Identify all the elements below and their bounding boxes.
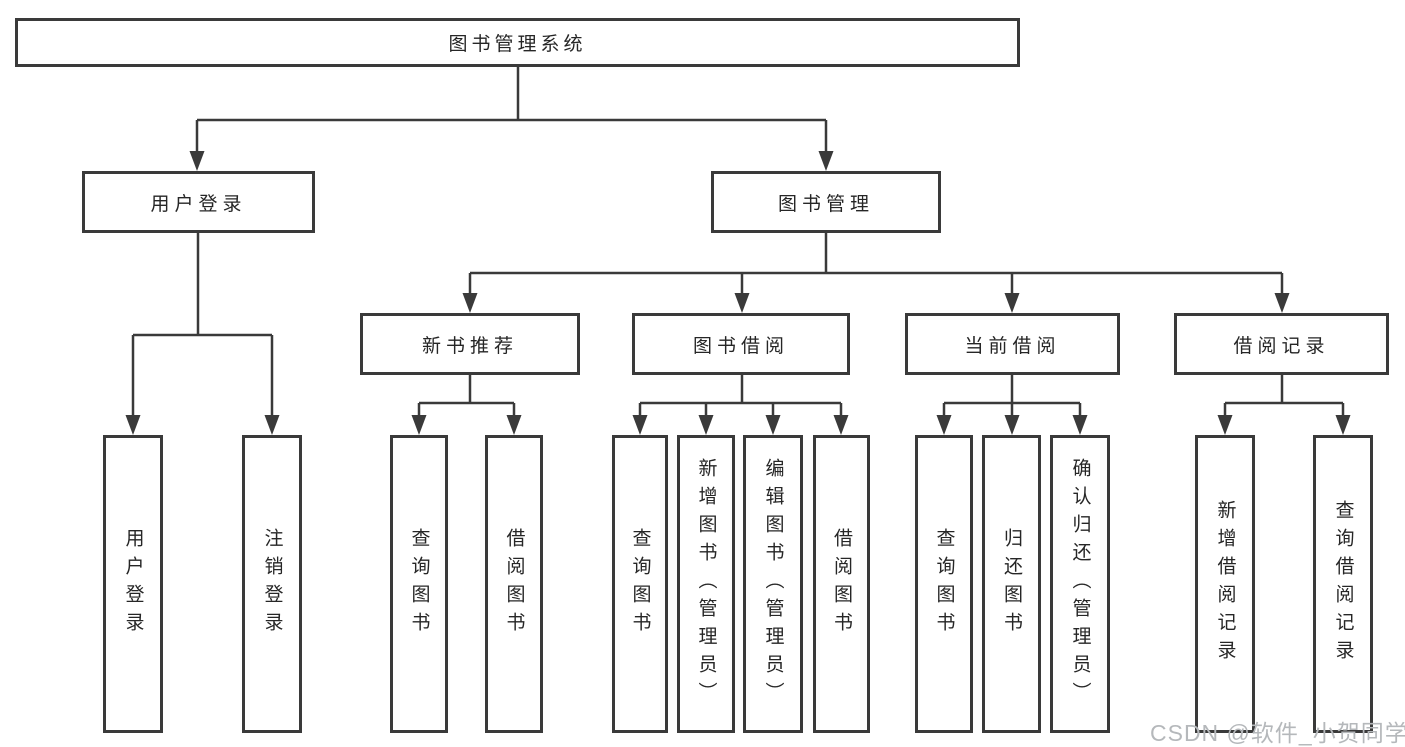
node-book-management: 图书管理 (711, 171, 941, 233)
node-borrowing-records: 借阅记录 (1174, 313, 1389, 375)
leaf-query-books-borrow: 查询图书 (612, 435, 668, 733)
leaf-query-books-current: 查询图书 (915, 435, 973, 733)
leaf-return-books: 归还图书 (982, 435, 1041, 733)
leaf-user-login: 用户登录 (103, 435, 163, 733)
leaf-add-borrow-record: 新增借阅记录 (1195, 435, 1255, 733)
leaf-add-book-admin: 新增图书（管理员） (677, 435, 735, 733)
leaf-confirm-return-admin: 确认归还（管理员） (1050, 435, 1110, 733)
node-current-borrowing: 当前借阅 (905, 313, 1120, 375)
leaf-borrow-books: 借阅图书 (813, 435, 870, 733)
node-library-management-system: 图书管理系统 (15, 18, 1020, 67)
csdn-watermark: CSDN @软件_小贺同学 (1150, 720, 1405, 746)
node-new-book-recommendation: 新书推荐 (360, 313, 580, 375)
node-user-login: 用户登录 (82, 171, 315, 233)
leaf-query-borrow-record: 查询借阅记录 (1313, 435, 1373, 733)
leaf-logout-login: 注销登录 (242, 435, 302, 733)
leaf-edit-book-admin: 编辑图书（管理员） (743, 435, 803, 733)
leaf-query-books-recommend: 查询图书 (390, 435, 448, 733)
node-book-borrowing: 图书借阅 (632, 313, 850, 375)
leaf-borrow-books-recommend: 借阅图书 (485, 435, 543, 733)
